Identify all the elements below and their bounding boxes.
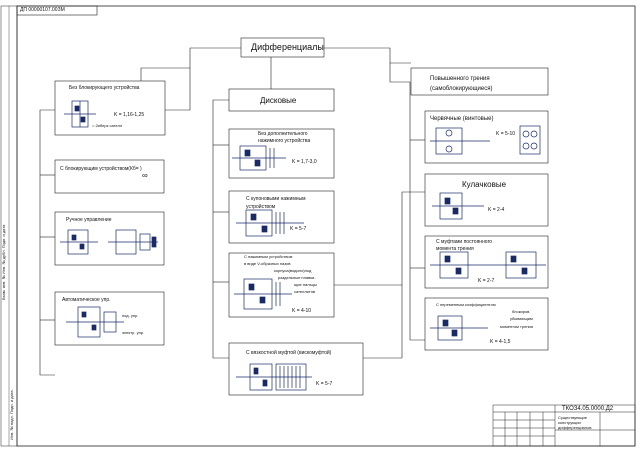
sketch-worm — [430, 125, 541, 155]
disk-v-line-2: в виде V-образных пазов — [244, 261, 291, 266]
variable-note-3: моментом трения — [500, 324, 533, 329]
disk-v-line-1: С нажимным устройством — [244, 254, 293, 259]
sketch-auto — [66, 306, 124, 338]
with-lock-label: С блокирующим устройством(Кб= ) — [60, 166, 142, 172]
box-auto — [54, 291, 165, 346]
stamp-box — [16, 5, 98, 16]
auto-note-2: электр. упр. — [122, 330, 145, 335]
disk-v-line-6: сателлитов — [294, 289, 316, 294]
high-friction-title: Повышенного трения (самоблокирующиеся) — [430, 76, 493, 92]
side-label-2: Инв. № подл. Подп. и дата — [9, 390, 14, 440]
no-lock-k: K = 1,16-1,25 — [114, 112, 145, 118]
auto-label: Автоматическое упр. — [62, 297, 111, 303]
title-block — [492, 404, 636, 447]
box-disk — [228, 88, 335, 112]
worm-k: K = 5-10 — [496, 131, 516, 137]
variable-label: С переменным коэффициентом — [436, 302, 496, 307]
sketch-const-clutch — [430, 251, 546, 279]
sketch-no-lock — [64, 100, 96, 128]
cam-k: K = 2-4 — [488, 207, 505, 213]
title-box — [240, 37, 325, 58]
worm-label: Червячные (винтовые) — [430, 116, 494, 122]
disk-visc-label: С вязкостной муфтой (вискомуфтой) — [246, 350, 332, 356]
page-title: Дифференциалы — [251, 42, 324, 52]
manual-label: Ручное управление — [66, 217, 112, 223]
box-disk-v — [228, 252, 335, 318]
sketch-disk-plain — [232, 145, 286, 171]
variable-k: K = 4-1,5 — [490, 339, 511, 345]
disk-title: Дисковые — [260, 96, 297, 105]
const-clutch-k: K = 2-7 — [478, 278, 495, 284]
disk-cone-k: K = 5-7 — [290, 226, 307, 232]
const-clutch-label: С муфтами постоянного момента трения — [436, 239, 493, 252]
no-lock-label: Без блокирующего устройства — [69, 85, 140, 91]
disk-v-line-3: корпуса(водило)под — [274, 268, 312, 273]
disk-v-line-4: раздельные плавки- — [278, 275, 316, 280]
box-disk-cone — [228, 190, 335, 244]
disk-v-k: K = 4-10 — [292, 308, 312, 314]
box-with-lock — [54, 159, 165, 194]
sketch-disk-v — [234, 278, 292, 310]
disk-plain-label: Без дополнительного нажимного устройства — [258, 131, 311, 144]
box-high-friction — [410, 67, 549, 96]
no-lock-note: = 2иберк cателл — [92, 123, 123, 128]
variable-note-1: блокиров. — [512, 309, 531, 314]
disk-v-line-5: щие пальцы — [294, 282, 317, 287]
stamp-code: ДП 00000107.00ЗМ — [20, 7, 65, 13]
titleblock-code: ТКОЗ4.05.0000.Д2 — [562, 406, 614, 412]
sketch-disk-visc — [236, 363, 312, 391]
auto-note-1: под. упр. — [122, 313, 139, 318]
infinity-symbol: ∞ — [142, 171, 148, 180]
variable-note-2: убывающим — [510, 316, 533, 321]
disk-cone-label: С купоновыми нажимным устройством — [246, 196, 306, 210]
box-manual — [54, 211, 165, 266]
cam-label: Кулачковые — [462, 180, 507, 189]
sketch-manual — [60, 229, 158, 255]
disk-visc-k: K = 5-7 — [316, 381, 333, 387]
sketch-cam — [432, 192, 484, 220]
titleblock-name: Существующие конструкции дифференциалов — [558, 415, 592, 430]
side-label-1: Взам. инв. № Инв. № дубл. Подп. и дата — [1, 224, 6, 300]
sketch-variable — [430, 315, 488, 341]
mechanism-sketches — [60, 100, 546, 391]
sketch-disk-cone — [236, 209, 304, 237]
disk-plain-k: K = 1,7-3,0 — [292, 159, 317, 165]
